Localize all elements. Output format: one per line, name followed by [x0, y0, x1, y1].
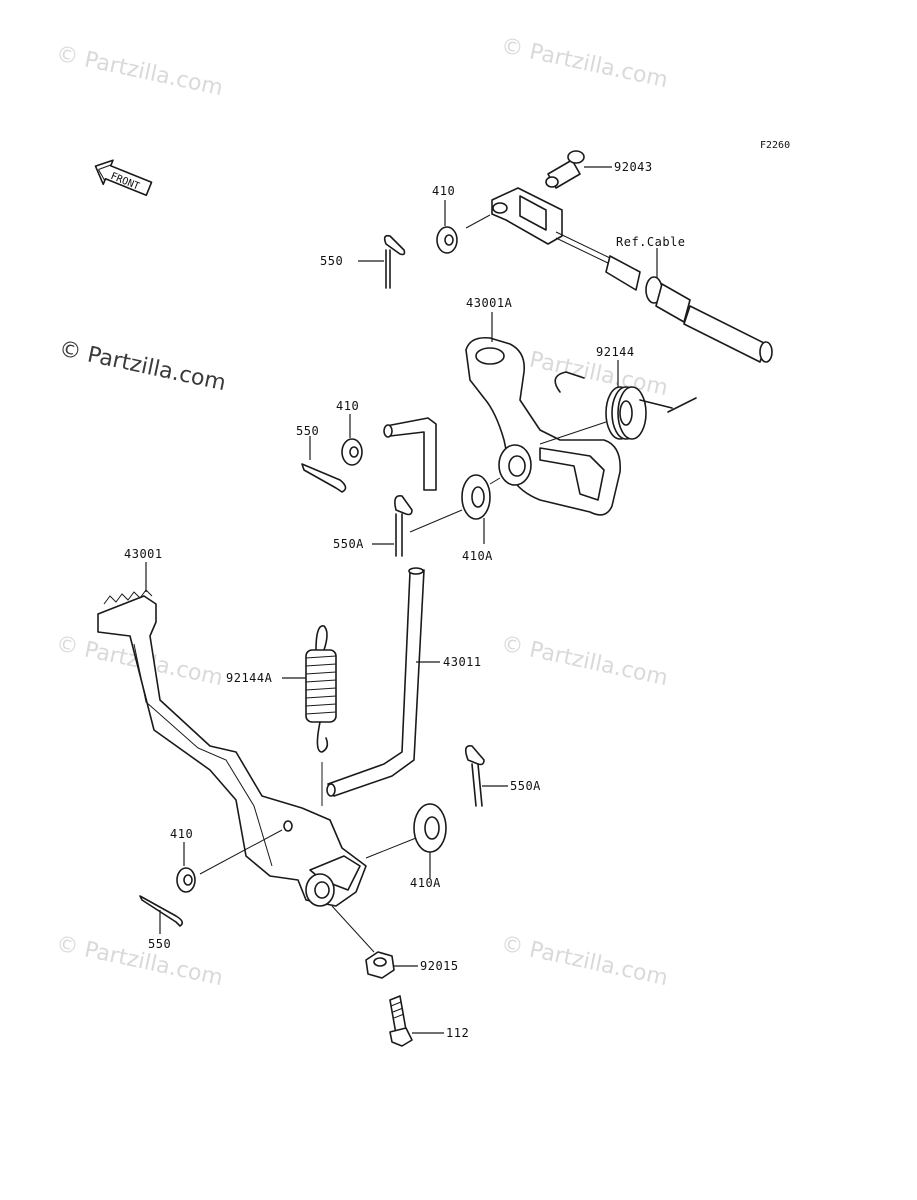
label-410-low: 410 — [170, 827, 193, 841]
clevis-pin-92043 — [545, 150, 612, 189]
label-ref-cable: Ref.Cable — [616, 235, 686, 249]
watermark: © Partzilla.com — [499, 631, 670, 691]
label-112: 112 — [446, 1026, 469, 1040]
figure-code: F2260 — [760, 140, 790, 151]
watermark: © Partzilla.com — [499, 931, 670, 991]
label-550A-mid: 550A — [333, 537, 364, 551]
torsion-spring-92144 — [539, 360, 697, 445]
label-92015: 92015 — [420, 959, 459, 973]
cotter-pin-550-top — [358, 234, 406, 289]
washer-410A-mid — [461, 474, 501, 544]
washer-410-mid — [341, 414, 363, 466]
brake-pedal-43001 — [97, 562, 367, 907]
label-550-mid: 550 — [296, 424, 319, 438]
brake-rod-43011 — [326, 567, 440, 797]
label-550A-low: 550A — [510, 779, 541, 793]
bolt-112 — [389, 995, 444, 1047]
label-410-mid: 410 — [336, 399, 359, 413]
label-43001A: 43001A — [466, 296, 513, 310]
cotter-pin-550-mid — [301, 436, 347, 493]
washer-410-low — [176, 829, 283, 893]
label-92144A: 92144A — [226, 671, 273, 685]
label-92043: 92043 — [614, 160, 653, 174]
watermark: © Partzilla.com — [54, 931, 225, 991]
label-410A-mid: 410A — [462, 549, 493, 563]
watermark-strong: © Partzilla.com — [57, 336, 228, 396]
watermark-group: © Partzilla.com © Partzilla.com © Partzi… — [54, 33, 670, 991]
cotter-pin-550A-mid — [372, 494, 463, 557]
watermark: © Partzilla.com — [54, 41, 225, 101]
watermark: © Partzilla.com — [499, 33, 670, 93]
label-43011: 43011 — [443, 655, 482, 669]
brake-lever-43001A — [465, 312, 621, 516]
washer-410-top — [436, 200, 491, 254]
cotter-pin-550-low — [139, 895, 184, 934]
front-arrow-icon: FRONT — [94, 159, 153, 197]
label-550-top: 550 — [320, 254, 343, 268]
nut-92015 — [331, 905, 418, 979]
label-550-low: 550 — [148, 937, 171, 951]
return-spring-92144A — [282, 625, 337, 806]
label-92144: 92144 — [596, 345, 635, 359]
label-410-top: 410 — [432, 184, 455, 198]
cotter-pin-550A-low — [464, 744, 508, 807]
washer-410A-low — [365, 803, 447, 878]
rod-upper-bend — [383, 417, 437, 491]
label-410A-low: 410A — [410, 876, 441, 890]
label-43001: 43001 — [124, 547, 163, 561]
clevis-and-cable — [491, 187, 773, 363]
